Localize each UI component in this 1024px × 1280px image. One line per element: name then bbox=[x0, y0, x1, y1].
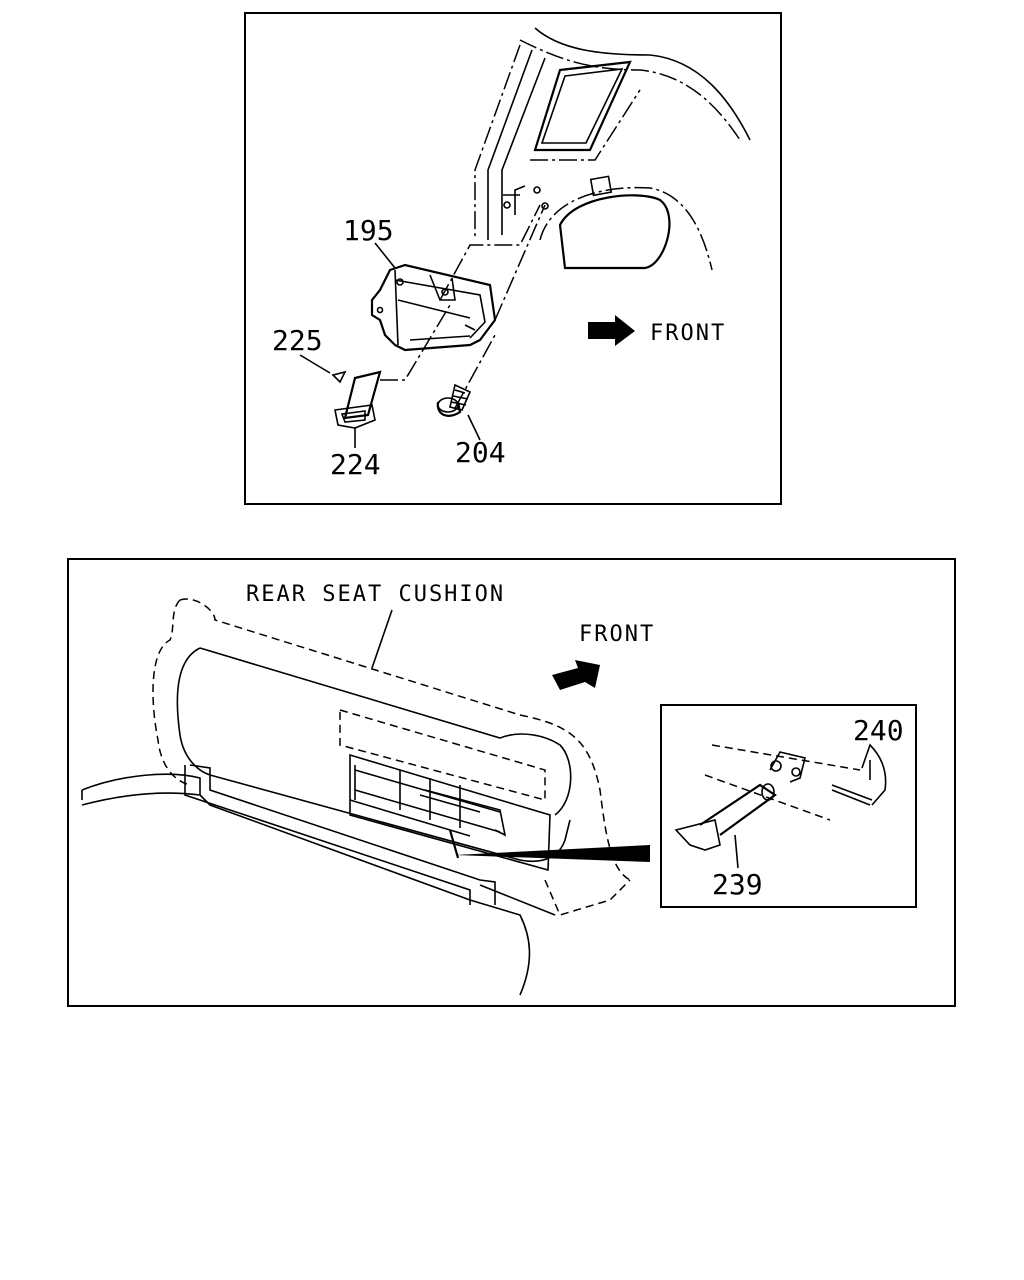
rear-seat-drawing bbox=[81, 598, 650, 996]
top-panel-frame bbox=[244, 12, 782, 505]
striker-part-224 bbox=[334, 370, 382, 448]
screw-225 bbox=[331, 370, 347, 384]
front-label-top: FRONT bbox=[650, 321, 726, 346]
bolt-204 bbox=[436, 383, 481, 441]
part-label-204: 204 bbox=[455, 436, 506, 469]
anchor-bracket-drawing bbox=[370, 263, 497, 352]
rear-seat-cushion-label: REAR SEAT CUSHION bbox=[246, 582, 505, 607]
bottom-panel-frame bbox=[67, 558, 956, 1007]
front-label-bottom: FRONT bbox=[579, 622, 655, 647]
top-panel: 195 225 224 204 FRONT bbox=[244, 12, 782, 505]
detail-inset-frame bbox=[660, 704, 917, 908]
part-label-224: 224 bbox=[330, 448, 381, 481]
bottom-panel: REAR SEAT CUSHION FRONT 240 239 bbox=[67, 558, 956, 1007]
front-arrow-top bbox=[588, 315, 635, 346]
quarter-panel-drawing bbox=[474, 27, 751, 271]
part-label-195: 195 bbox=[343, 214, 394, 247]
part-label-225: 225 bbox=[272, 324, 323, 357]
front-arrow-bottom bbox=[552, 660, 600, 690]
part-label-239: 239 bbox=[712, 868, 763, 901]
part-label-240: 240 bbox=[853, 714, 904, 747]
detail-inset: 240 239 bbox=[660, 704, 917, 908]
